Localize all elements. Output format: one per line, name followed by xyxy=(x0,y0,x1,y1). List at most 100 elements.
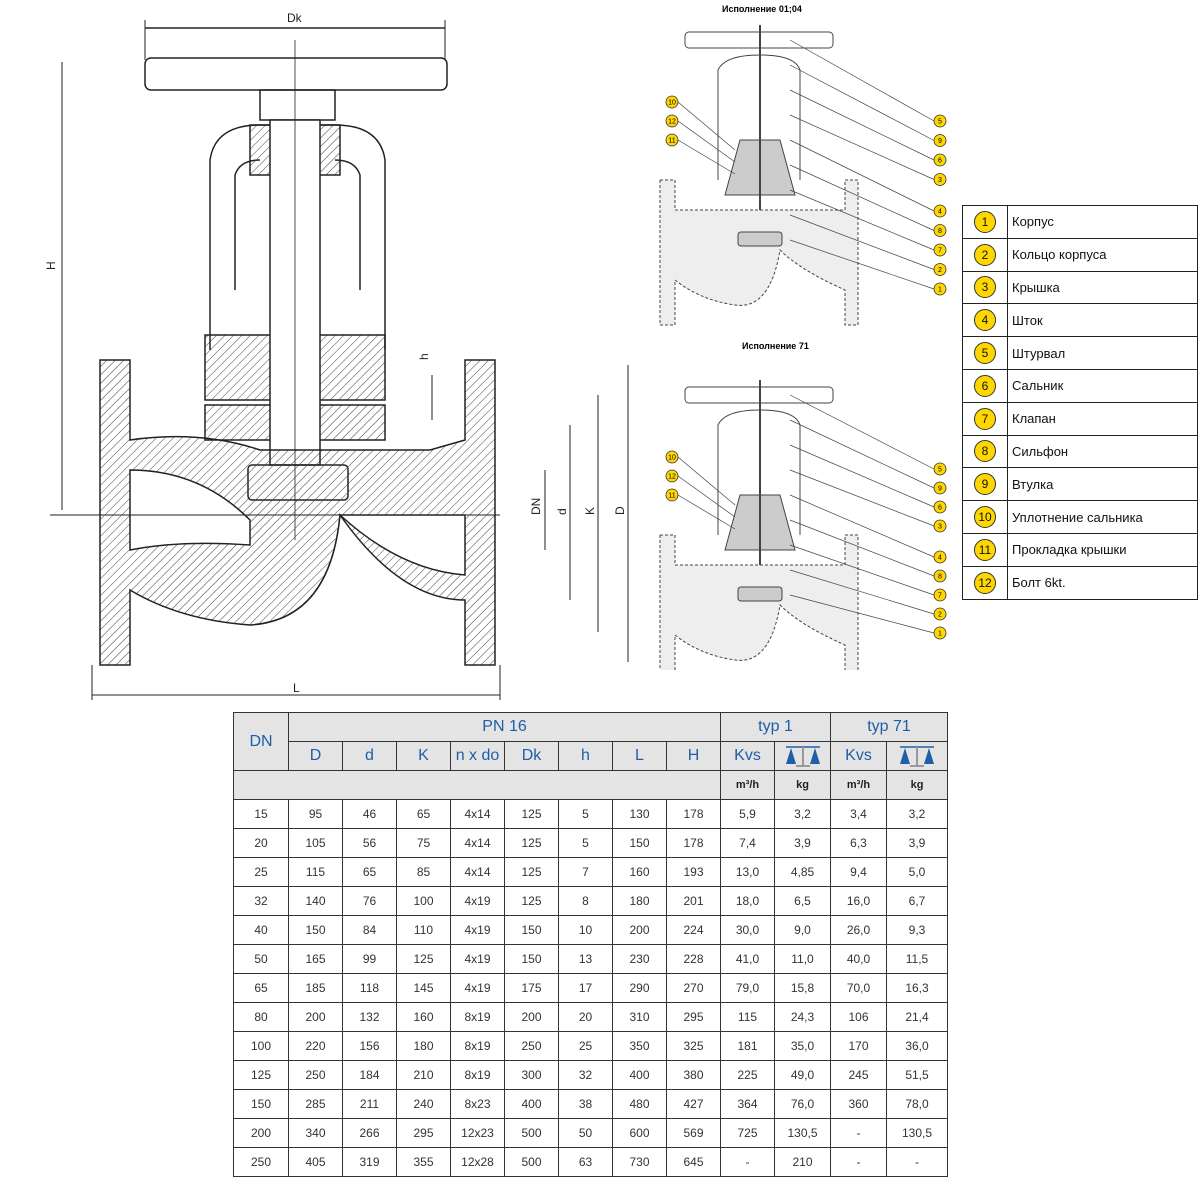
callout-number: 8 xyxy=(938,574,942,581)
callout-number: 11 xyxy=(668,138,675,145)
table-cell: 180 xyxy=(396,1031,451,1061)
header-typ1: typ 1 xyxy=(720,712,831,742)
table-cell: 132 xyxy=(342,1002,397,1032)
table-cell: 41,0 xyxy=(720,944,775,974)
header-pn16: PN 16 xyxy=(288,712,721,742)
table-cell: 427 xyxy=(666,1089,721,1119)
table-cell: 32 xyxy=(558,1060,613,1090)
callout-number: 6 xyxy=(938,505,942,512)
table-cell: 8 xyxy=(558,886,613,916)
table-cell: 245 xyxy=(830,1060,887,1090)
table-cell: 130,5 xyxy=(774,1118,831,1148)
table-cell: 350 xyxy=(612,1031,667,1061)
table-cell: 11,0 xyxy=(774,944,831,974)
dim-h-stroke: h xyxy=(417,353,431,360)
table-cell: 63 xyxy=(558,1147,613,1177)
table-cell: 240 xyxy=(396,1089,451,1119)
table-cell: 125 xyxy=(504,886,559,916)
part-name: Корпус xyxy=(1007,205,1198,239)
table-cell: 13,0 xyxy=(720,857,775,887)
part-number-badge: 6 xyxy=(974,374,996,397)
valve-body xyxy=(659,179,859,326)
table-cell: 35,0 xyxy=(774,1031,831,1061)
table-cell: 9,3 xyxy=(886,915,948,945)
table-cell: 400 xyxy=(504,1089,559,1119)
table-cell: 8x19 xyxy=(450,1031,505,1061)
table-cell: 16,3 xyxy=(886,973,948,1003)
table-cell: 125 xyxy=(504,799,559,829)
table-cell: 125 xyxy=(504,857,559,887)
callout-badge xyxy=(665,95,679,109)
table-cell: 480 xyxy=(612,1089,667,1119)
table-cell: 8x23 xyxy=(450,1089,505,1119)
table-cell: 200 xyxy=(288,1002,343,1032)
table-cell: 285 xyxy=(288,1089,343,1119)
table-cell: 20 xyxy=(233,828,289,858)
part-number-badge: 9 xyxy=(974,473,996,496)
table-cell: 7 xyxy=(558,857,613,887)
column-header: Kvs xyxy=(720,741,775,771)
column-header: H xyxy=(666,741,721,771)
callout-badge xyxy=(933,224,947,237)
part-name: Сальник xyxy=(1007,368,1198,403)
column-header: D xyxy=(288,741,343,771)
callout-number: 7 xyxy=(938,248,942,255)
callout-number: 8 xyxy=(938,228,942,235)
column-header: h xyxy=(558,741,613,771)
table-cell: 600 xyxy=(612,1118,667,1148)
table-cell: 65 xyxy=(396,799,451,829)
callout-number: 10 xyxy=(668,100,676,107)
table-cell: 295 xyxy=(396,1118,451,1148)
table-cell: 228 xyxy=(666,944,721,974)
callout-number: 3 xyxy=(938,177,942,184)
dim-dn: DN xyxy=(529,498,543,515)
table-cell: 4x19 xyxy=(450,915,505,945)
callout-badge xyxy=(933,481,947,495)
table-cell: 46 xyxy=(342,799,397,829)
table-cell: - xyxy=(830,1147,887,1177)
table-cell: 16,0 xyxy=(830,886,887,916)
table-cell: 50 xyxy=(558,1118,613,1148)
table-cell: 115 xyxy=(720,1002,775,1032)
unit-kg: kg xyxy=(774,770,831,800)
table-cell: 3,2 xyxy=(886,799,948,829)
valve-section-drawing: Dk H DN d K D L h xyxy=(44,11,629,700)
callout-number: 9 xyxy=(938,486,942,493)
callout-badge xyxy=(933,569,947,583)
table-cell: 364 xyxy=(720,1089,775,1119)
table-cell: 125 xyxy=(233,1060,289,1090)
table-cell: 4x19 xyxy=(450,944,505,974)
part-name: Втулка xyxy=(1007,467,1198,502)
table-cell: 40 xyxy=(233,915,289,945)
table-cell: 8x19 xyxy=(450,1060,505,1090)
table-cell: 4,85 xyxy=(774,857,831,887)
part-name: Уплотнение сальника xyxy=(1007,500,1198,534)
table-cell: 500 xyxy=(504,1118,559,1148)
table-cell: 340 xyxy=(288,1118,343,1148)
table-cell: 140 xyxy=(288,886,343,916)
table-cell: 56 xyxy=(342,828,397,858)
callout-badge xyxy=(933,204,947,218)
callout-badge xyxy=(933,282,947,296)
table-cell: - xyxy=(886,1147,948,1177)
table-cell: 178 xyxy=(666,828,721,858)
callout-badge xyxy=(933,243,947,257)
table-cell: 500 xyxy=(504,1147,559,1177)
table-cell: 250 xyxy=(504,1031,559,1061)
table-cell: 85 xyxy=(396,857,451,887)
part-number-badge: 7 xyxy=(974,407,996,430)
table-cell: 38 xyxy=(558,1089,613,1119)
table-cell: 569 xyxy=(666,1118,721,1148)
table-cell: 300 xyxy=(504,1060,559,1090)
callout-badge xyxy=(933,153,947,167)
valve-disc xyxy=(737,231,783,247)
callout-badge xyxy=(933,263,947,276)
column-header: K xyxy=(396,741,451,771)
callout-number: 6 xyxy=(938,158,942,165)
